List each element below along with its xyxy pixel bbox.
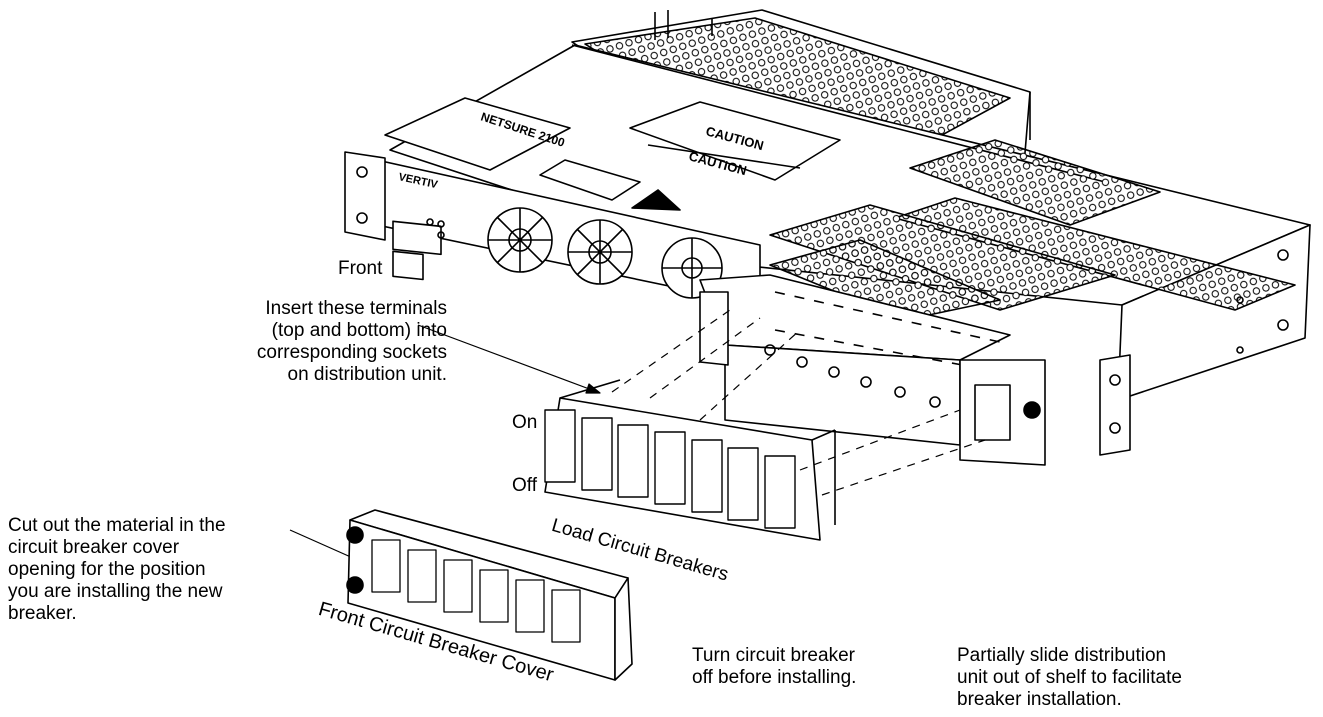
- load-circuit-breakers: [544, 379, 836, 541]
- alignment-lines: [611, 309, 986, 496]
- cooling-fan-2: [567, 219, 633, 285]
- front-label: Front: [338, 258, 383, 279]
- distribution-unit: [699, 274, 1131, 466]
- slide-unit-instruction: Partially slide distribution unit out of…: [957, 645, 1182, 710]
- cooling-fan-1: [487, 207, 553, 273]
- shelf-chassis: [384, 44, 1311, 401]
- turn-off-instruction: Turn circuit breaker off before installi…: [692, 645, 857, 688]
- front-circuit-breaker-cover: [346, 509, 633, 681]
- cut-out-instruction: Cut out the material in the circuit brea…: [8, 515, 226, 624]
- off-label: Off: [512, 475, 537, 496]
- insert-terminals-callout: Insert these terminals (top and bottom) …: [256, 298, 447, 385]
- on-label: On: [512, 412, 538, 433]
